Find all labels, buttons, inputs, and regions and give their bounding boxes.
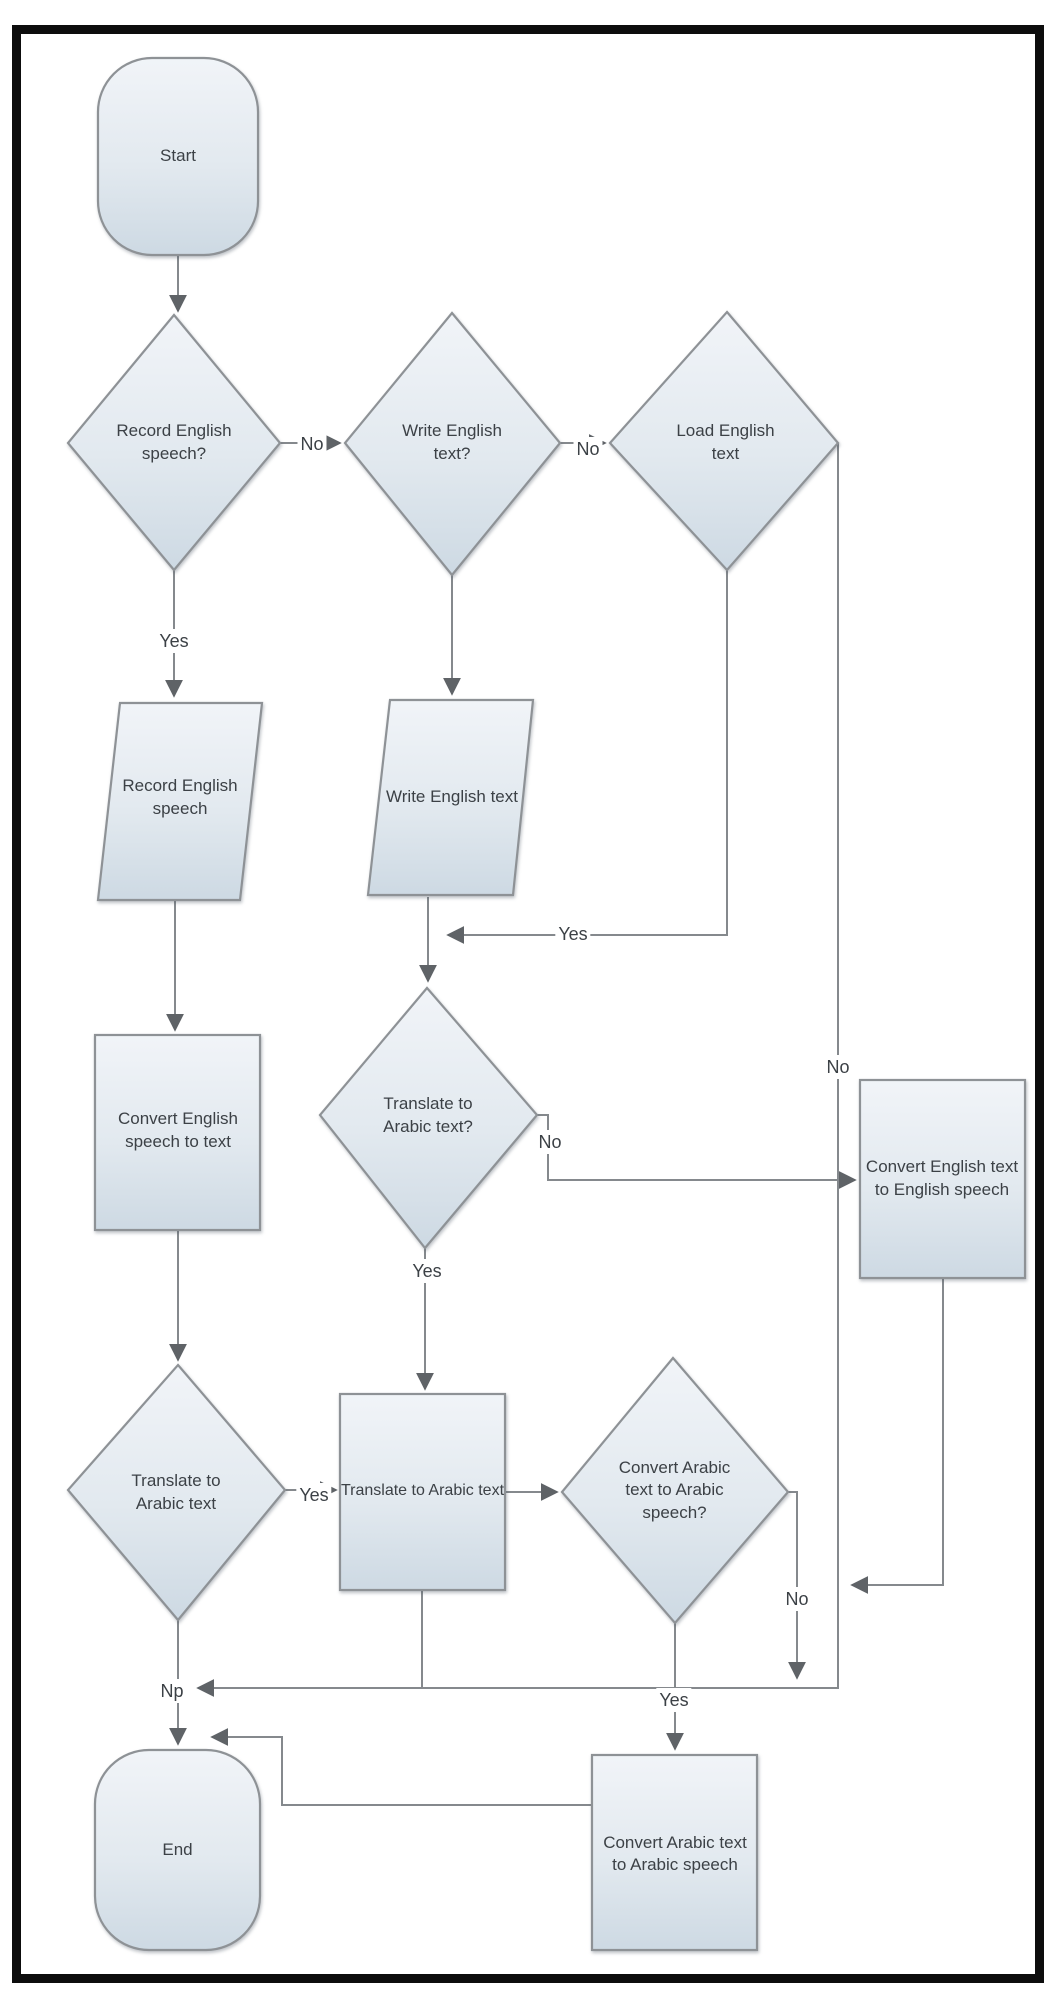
edge-label-merge-np: Np [157,1679,187,1703]
start-node-label: Start [160,146,196,166]
translate-q-decision-shape [318,986,539,1250]
edge-label-translate-q-yes: Yes [409,1259,445,1283]
en-text-to-speech-process-shape [858,1078,1027,1280]
page-border-frame [12,25,1044,1983]
load-text-decision-shape [608,310,840,572]
edge-label-artts-yes: Yes [656,1688,692,1712]
edge-label-record-yes: Yes [156,629,192,653]
record-speech-io-label: Record English speech [122,776,238,818]
edge-label-write-no: No [573,437,603,461]
load-text-label: Load English text [676,421,775,463]
ar-tts-q-label: Convert Arabic text to Arabic speech? [618,1458,731,1522]
write-text-q-label: Write English text? [402,421,502,463]
end-node-label: End [162,1839,193,1859]
end-terminator-shape [93,1748,262,1952]
record-speech-data-shape [96,701,264,902]
edge-label-translate-q-no: No [535,1130,565,1154]
start-terminator-shape [96,56,260,257]
edge-artts-no [788,1491,806,1680]
record-speech-q-label: Record English speech? [116,421,232,463]
write-text-io-label: Write English text [386,787,518,807]
translate-process-shape [338,1392,507,1592]
write-text-decision-shape [343,311,562,577]
write-text-data-shape [366,698,535,897]
edge-label-load-yes: Yes [555,922,591,946]
speech-to-text-process-shape [93,1033,262,1232]
edge-label-artts-no: No [782,1587,812,1611]
ar-tts-p-label: Convert Arabic text to Arabic speech [603,1832,747,1874]
edge-label-record-no: No [297,432,327,456]
edge-translate-q-no [537,1114,857,1189]
ar-tts-process-shape [590,1753,759,1952]
edge-label-load-no: No [823,1055,853,1079]
edge-load-no-long [196,443,839,1697]
edge-load-yes [446,570,728,944]
translate-q-label: Translate to Arabic text? [383,1094,473,1136]
edge-entts-feedback [850,1278,944,1594]
translate-p-label: Translate to Arabic text [340,1481,505,1499]
ar-tts-decision-shape [560,1356,790,1625]
speech-to-text-label: Convert English speech to text [117,1109,238,1151]
en-text-to-speech-label: Convert English text to English speech [865,1157,1019,1199]
translate-d-decision-shape [66,1363,287,1622]
edge-label-translate-d-yes: Yes [296,1483,332,1507]
translate-d-label: Translate to Arabic text [131,1471,221,1513]
record-speech-decision-shape [66,313,282,572]
edge-artts-to-end [210,1728,592,1806]
